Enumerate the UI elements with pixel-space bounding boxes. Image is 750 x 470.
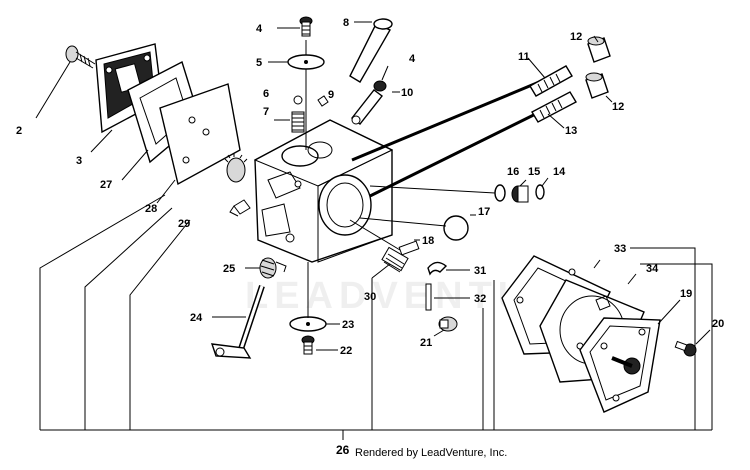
bracket-lines [39, 194, 713, 440]
callout-16: 16 [507, 166, 519, 178]
callout-27: 27 [100, 179, 112, 191]
part-pin-8 [349, 18, 393, 83]
part-sleeve-12a [587, 35, 611, 63]
part-ball-6 [293, 95, 303, 105]
part-screw-18 [349, 219, 420, 256]
callout-21: 21 [420, 337, 432, 349]
part-diaphragm-28 [156, 83, 241, 204]
callout-labels: 2 3 4 5 6 7 8 9 10 4 11 12 12 13 14 15 1… [16, 17, 724, 357]
callout-2: 2 [16, 125, 22, 137]
callout-18: 18 [422, 235, 434, 247]
callout-14: 14 [553, 166, 566, 178]
part-cover-3 [90, 43, 163, 153]
callout-10: 10 [401, 87, 413, 99]
callout-33: 33 [614, 243, 626, 255]
part-plug-15 [511, 179, 529, 203]
callout-8: 8 [343, 17, 349, 29]
part-lever-10 [351, 89, 400, 125]
callout-5: 5 [256, 57, 262, 69]
callout-4-right: 4 [409, 53, 416, 65]
callout-17: 17 [478, 206, 490, 218]
part-spring-25 [245, 257, 287, 279]
callout-26: 26 [336, 443, 350, 457]
part-screw-20 [674, 329, 711, 357]
callout-6: 6 [263, 88, 269, 100]
part-shaft-24 [210, 285, 265, 359]
callout-15: 15 [528, 166, 540, 178]
callout-31: 31 [474, 265, 486, 277]
part-spring-7 [274, 111, 305, 133]
part-9 [317, 95, 329, 107]
part-cover-19 [579, 299, 681, 413]
callout-32: 32 [474, 293, 486, 305]
part-disc-23 [289, 262, 340, 332]
part-ring-14 [535, 177, 549, 200]
callout-9: 9 [328, 89, 334, 101]
callout-12-bottom: 12 [612, 101, 624, 113]
part-lever-31 [427, 261, 470, 276]
callout-12-top: 12 [570, 31, 582, 43]
part-gear-29 [224, 153, 248, 183]
callout-3: 3 [76, 155, 82, 167]
callout-22: 22 [340, 345, 352, 357]
part-disc-5 [268, 54, 325, 70]
render-credit: Rendered by LeadVenture, Inc. [355, 447, 508, 459]
callout-23: 23 [342, 319, 354, 331]
callout-11: 11 [518, 51, 530, 63]
carburetor-body [229, 119, 394, 263]
part-screw-4-right [373, 65, 389, 92]
callout-20: 20 [712, 318, 724, 330]
part-disc-17 [359, 214, 476, 241]
part-spring-30 [371, 246, 409, 279]
callout-4-top: 4 [256, 23, 263, 35]
callout-24: 24 [190, 312, 203, 324]
callout-13: 13 [565, 125, 577, 137]
callout-7: 7 [263, 106, 269, 118]
part-needle-13 [369, 91, 577, 198]
part-ring-16 [369, 184, 506, 202]
part-pin-32 [425, 283, 470, 311]
part-screw-22 [301, 335, 338, 355]
callout-19: 19 [680, 288, 692, 300]
callout-30: 30 [364, 291, 376, 303]
callout-34: 34 [646, 263, 659, 275]
callout-28: 28 [145, 203, 157, 215]
callout-29: 29 [178, 218, 190, 230]
part-needle-11 [351, 57, 573, 162]
part-screw-21 [433, 316, 458, 337]
part-screw-2 [35, 45, 96, 119]
callout-25: 25 [223, 263, 235, 275]
part-sleeve-12b [585, 72, 613, 103]
